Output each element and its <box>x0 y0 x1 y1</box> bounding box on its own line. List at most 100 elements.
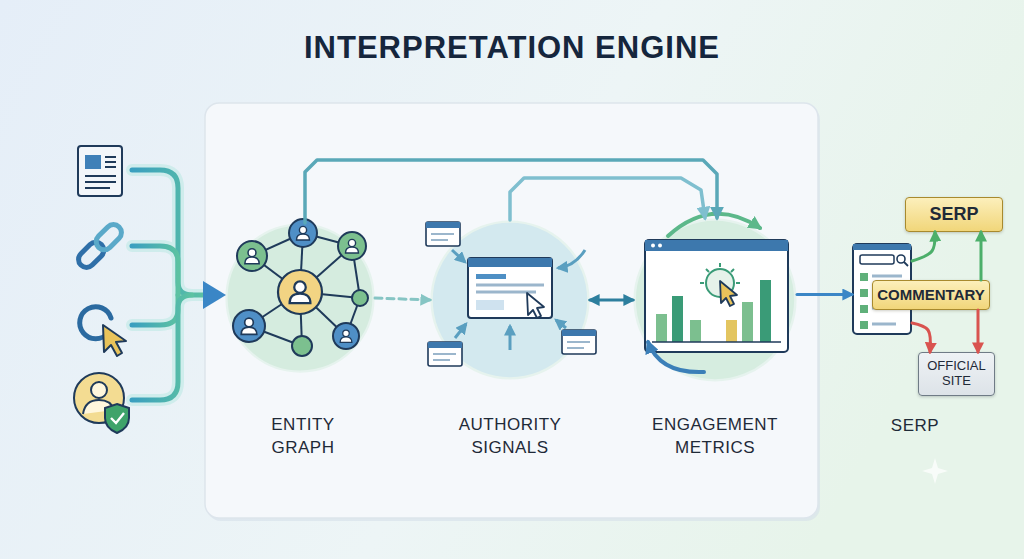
feedback-loop <box>648 214 760 372</box>
signal-arrows-part <box>558 250 585 268</box>
input-merge-lines-part-part <box>132 170 206 295</box>
entity-network-part <box>233 310 265 342</box>
result-box: SERP <box>905 197 1003 232</box>
diagram-title: INTERPRETATION ENGINE <box>0 30 1024 66</box>
entity-network <box>233 219 368 356</box>
input-merge-lines-part-part <box>132 246 178 295</box>
verified-user-icon-part <box>74 373 124 423</box>
flow-arrow <box>510 178 705 220</box>
authority-browser <box>468 258 552 318</box>
flow-arrow <box>980 232 983 280</box>
entity-network-part-part <box>300 246 352 292</box>
entity-network-part <box>338 232 366 260</box>
newspaper-icon-part <box>85 155 101 169</box>
input-merge-lines-part-part <box>132 295 178 325</box>
engagement-dashboard-part <box>720 281 737 306</box>
input-merge-lines-part-part <box>132 246 178 295</box>
feedback-loop-part <box>668 214 760 236</box>
entity-network-part <box>290 281 311 303</box>
authority-browser-part <box>468 258 552 267</box>
stage-circle-fill <box>635 220 796 381</box>
click-icon-part <box>103 325 126 356</box>
newspaper-icon <box>78 146 122 196</box>
entity-network-part-part <box>300 233 303 292</box>
engagement-dashboard-part <box>656 314 667 342</box>
stage-circle-outline <box>430 220 590 380</box>
engine-panel <box>205 103 818 518</box>
entity-network-part <box>297 226 310 240</box>
engagement-dashboard-part <box>645 240 788 352</box>
stage-label: ENGAGEMENT METRICS <box>650 413 780 459</box>
entity-network-part <box>241 318 257 334</box>
entity-network-part <box>340 330 352 342</box>
flow-arrow <box>590 299 633 302</box>
entity-network-part <box>245 249 259 264</box>
engagement-dashboard-part <box>645 240 788 251</box>
result-box: OFFICIAL SITE <box>918 352 995 396</box>
verified-user-icon-part <box>111 413 124 423</box>
verified-user-icon <box>74 373 129 433</box>
signal-arrows <box>452 250 585 350</box>
authority-browser-part <box>476 300 504 310</box>
entity-network-part-part <box>249 326 302 346</box>
entity-network-part <box>249 233 360 346</box>
stage-circle: AUTHORITY SIGNALS <box>430 220 590 380</box>
authority-browser-part <box>468 258 552 318</box>
authority-browser-part <box>476 285 544 292</box>
source-windows-part <box>562 330 596 354</box>
signal-arrows-part <box>556 320 566 328</box>
source-windows-part <box>426 222 460 228</box>
stage-circle-fill <box>227 225 374 372</box>
source-windows-part <box>428 342 462 348</box>
verified-user-icon-part <box>83 400 114 414</box>
engagement-dashboard-part <box>760 280 771 342</box>
engagement-dashboard-part <box>742 302 753 342</box>
serp-page-outline-part <box>853 244 911 250</box>
input-merge-lines-part <box>132 170 206 400</box>
flow-arrow <box>305 160 717 223</box>
flow-arrow <box>912 232 935 261</box>
signal-arrows-part <box>452 250 465 262</box>
source-windows-part <box>428 342 462 366</box>
flow-arrow <box>977 310 980 352</box>
engagement-dashboard-part <box>651 244 655 248</box>
engagement-dashboard-part <box>658 244 662 248</box>
stage-circle: ENGAGEMENT METRICS <box>633 218 797 382</box>
entity-network-part-part <box>352 246 360 298</box>
serp-page-outline-part <box>860 289 868 297</box>
stage-circle-outline <box>633 218 797 382</box>
entity-network-part <box>333 323 359 349</box>
entity-network-part-part <box>303 233 352 246</box>
authority-browser-part <box>476 274 506 279</box>
link-icon <box>75 221 124 270</box>
stage-label: ENTITY GRAPH <box>253 413 353 459</box>
engagement-dashboard-part <box>700 263 740 283</box>
input-merge-lines-part <box>132 170 206 400</box>
entity-network-part <box>352 290 368 306</box>
newspaper-icon-part <box>85 157 116 188</box>
entity-network-part <box>346 239 359 253</box>
input-merge-lines-part-part <box>132 295 178 325</box>
serp-page-outline-part <box>860 273 868 281</box>
flow-arrow <box>912 323 930 352</box>
source-windows-part <box>431 234 454 240</box>
stage-circle-fill <box>432 222 589 379</box>
entity-network-part <box>292 336 312 356</box>
input-merge-lines-part-part <box>132 295 192 400</box>
box-label: COMMENTARY <box>877 286 985 303</box>
entity-network-part-part <box>300 292 360 298</box>
verified-user-icon-part <box>105 404 129 433</box>
flow-arrow <box>375 298 430 300</box>
serp-page-outline-part <box>897 255 905 263</box>
sparkle <box>922 458 948 484</box>
feedback-loop-part <box>648 342 704 372</box>
engagement-dashboard-part <box>672 296 683 342</box>
link-icon-part <box>75 239 107 271</box>
click-icon-part <box>80 307 111 339</box>
panel-shadow <box>207 106 820 521</box>
source-windows-part <box>433 354 456 360</box>
entity-network-part-part <box>249 292 300 326</box>
stage-label: AUTHORITY SIGNALS <box>445 413 575 459</box>
link-icon-part <box>93 221 125 253</box>
